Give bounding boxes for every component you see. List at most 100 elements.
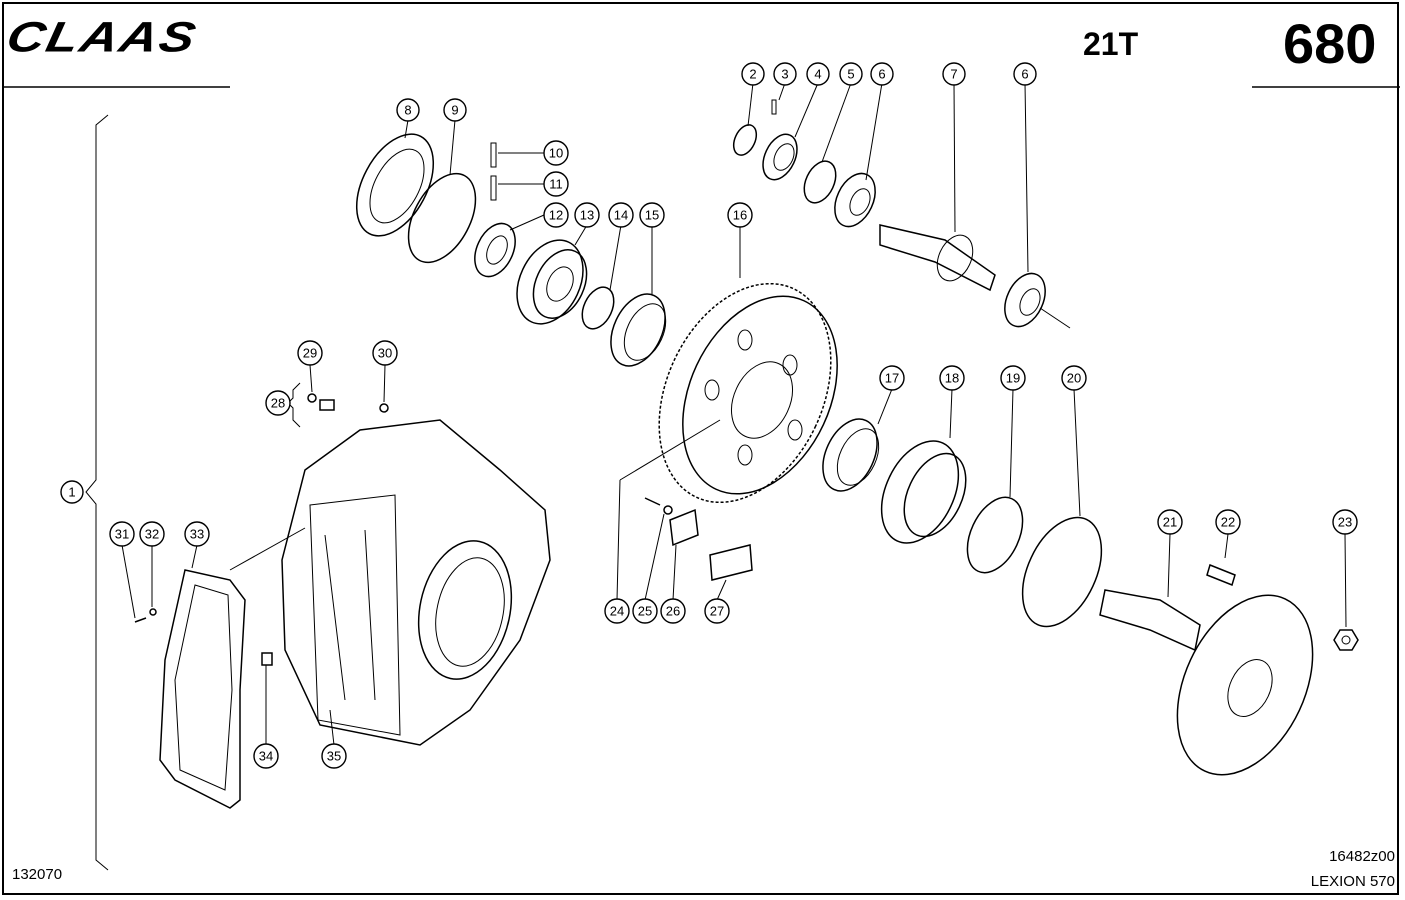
- part-bearing-18: [880, 440, 967, 544]
- callout-17: 17: [879, 365, 905, 391]
- svg-text:7: 7: [950, 67, 957, 82]
- part-pinion-shaft-7: [879, 224, 996, 292]
- callout-25: 25: [632, 598, 658, 624]
- callout-33: 33: [184, 521, 210, 547]
- callout-26: 26: [660, 598, 686, 624]
- svg-text:6: 6: [1021, 67, 1028, 82]
- callout-12: 12: [543, 202, 569, 228]
- callout-32: 32: [139, 521, 165, 547]
- svg-text:26: 26: [666, 604, 680, 619]
- svg-text:10: 10: [549, 146, 563, 161]
- svg-text:9: 9: [451, 103, 458, 118]
- svg-text:21: 21: [1163, 515, 1177, 530]
- part-bearing-6-lower: [1004, 272, 1046, 328]
- svg-text:5: 5: [847, 67, 854, 82]
- svg-text:35: 35: [327, 749, 341, 764]
- part-ring-5: [803, 160, 837, 204]
- callout-6a: 6: [870, 62, 894, 86]
- svg-text:34: 34: [259, 749, 273, 764]
- callout-15: 15: [639, 202, 665, 228]
- svg-text:28: 28: [271, 396, 285, 411]
- part-breather-28: [319, 399, 335, 411]
- part-slotted-nut: [474, 222, 516, 278]
- part-plug-34: [261, 652, 273, 666]
- part-pin-upper: [490, 142, 497, 168]
- part-bearing-race-15: [610, 293, 667, 367]
- part-seal-2: [732, 124, 758, 156]
- callout-30: 30: [372, 340, 398, 366]
- svg-text:19: 19: [1006, 371, 1020, 386]
- centre-line-shaft: [1039, 307, 1071, 329]
- callout-13: 13: [574, 202, 600, 228]
- svg-text:17: 17: [885, 371, 899, 386]
- callout-18: 18: [939, 365, 965, 391]
- part-cover: [355, 133, 435, 237]
- callout-20: 20: [1061, 365, 1087, 391]
- part-cover-plate-33: [159, 569, 246, 809]
- callout-8: 8: [396, 98, 420, 122]
- svg-text:2: 2: [749, 67, 756, 82]
- part-o-ring-large: [407, 172, 477, 264]
- part-washer-25: [663, 505, 673, 515]
- callout-24: 24: [604, 598, 630, 624]
- svg-text:14: 14: [614, 208, 628, 223]
- callout-22: 22: [1215, 509, 1241, 535]
- part-seal-ring-20: [1021, 516, 1103, 628]
- callout-10: 10: [543, 140, 569, 166]
- drawing-reference: 16482z00: [1329, 848, 1395, 865]
- svg-text:4: 4: [814, 67, 821, 82]
- svg-text:12: 12: [549, 208, 563, 223]
- leader-lines: [121, 82, 1347, 746]
- svg-text:22: 22: [1221, 515, 1235, 530]
- callout-19: 19: [1000, 365, 1026, 391]
- part-nut-4: [762, 133, 798, 181]
- callout-27: 27: [704, 598, 730, 624]
- callout-7: 7: [942, 62, 966, 86]
- svg-text:1: 1: [68, 485, 75, 500]
- svg-text:31: 31: [115, 527, 129, 542]
- svg-text:30: 30: [378, 346, 392, 361]
- svg-text:33: 33: [190, 527, 204, 542]
- part-screw-31: [134, 617, 147, 623]
- callout-34: 34: [253, 743, 279, 769]
- svg-text:15: 15: [645, 208, 659, 223]
- svg-text:11: 11: [549, 177, 563, 192]
- callout-23: 23: [1332, 509, 1358, 535]
- svg-text:8: 8: [404, 103, 411, 118]
- callout-14: 14: [608, 202, 634, 228]
- part-gearbox-housing-35: [281, 419, 551, 746]
- svg-text:20: 20: [1067, 371, 1081, 386]
- callout-31: 31: [109, 521, 135, 547]
- svg-text:32: 32: [145, 527, 159, 542]
- assembly-bracket: [85, 114, 109, 871]
- part-bearing-race-17: [822, 418, 880, 492]
- part-key-3: [771, 99, 777, 115]
- part-circlip-19: [966, 496, 1024, 574]
- callout-2: 2: [741, 62, 765, 86]
- callout-1: 1: [60, 480, 84, 504]
- part-flange-shaft-21: [1099, 589, 1314, 776]
- callout-35: 35: [321, 743, 347, 769]
- svg-text:25: 25: [638, 604, 652, 619]
- callout-21: 21: [1157, 509, 1183, 535]
- svg-text:3: 3: [781, 67, 788, 82]
- part-nut-23: [1333, 629, 1359, 651]
- part-bolt-24: [644, 497, 661, 506]
- group-code: 21T: [1083, 26, 1139, 62]
- part-bearing-13: [516, 239, 588, 325]
- svg-text:24: 24: [610, 604, 624, 619]
- part-washer-32: [149, 608, 157, 616]
- part-plug-30: [379, 403, 389, 413]
- callout-3: 3: [773, 62, 797, 86]
- catalog-code: 132070: [12, 866, 63, 883]
- svg-text:13: 13: [580, 208, 594, 223]
- callout-5: 5: [839, 62, 863, 86]
- part-fitting-29: [307, 393, 317, 403]
- svg-text:27: 27: [710, 604, 724, 619]
- part-circlip-14: [581, 286, 615, 330]
- part-wheel-bolt-22: [1206, 563, 1236, 587]
- svg-text:6: 6: [878, 67, 885, 82]
- svg-text:23: 23: [1338, 515, 1352, 530]
